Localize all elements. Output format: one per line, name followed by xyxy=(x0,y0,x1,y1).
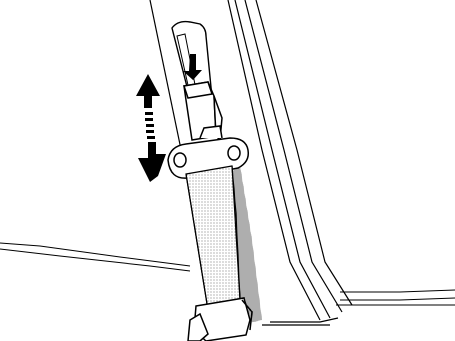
seat-belt-webbing xyxy=(186,166,240,310)
belt-guide-lower xyxy=(188,298,252,341)
double-arrow-up-down-icon xyxy=(136,74,166,182)
